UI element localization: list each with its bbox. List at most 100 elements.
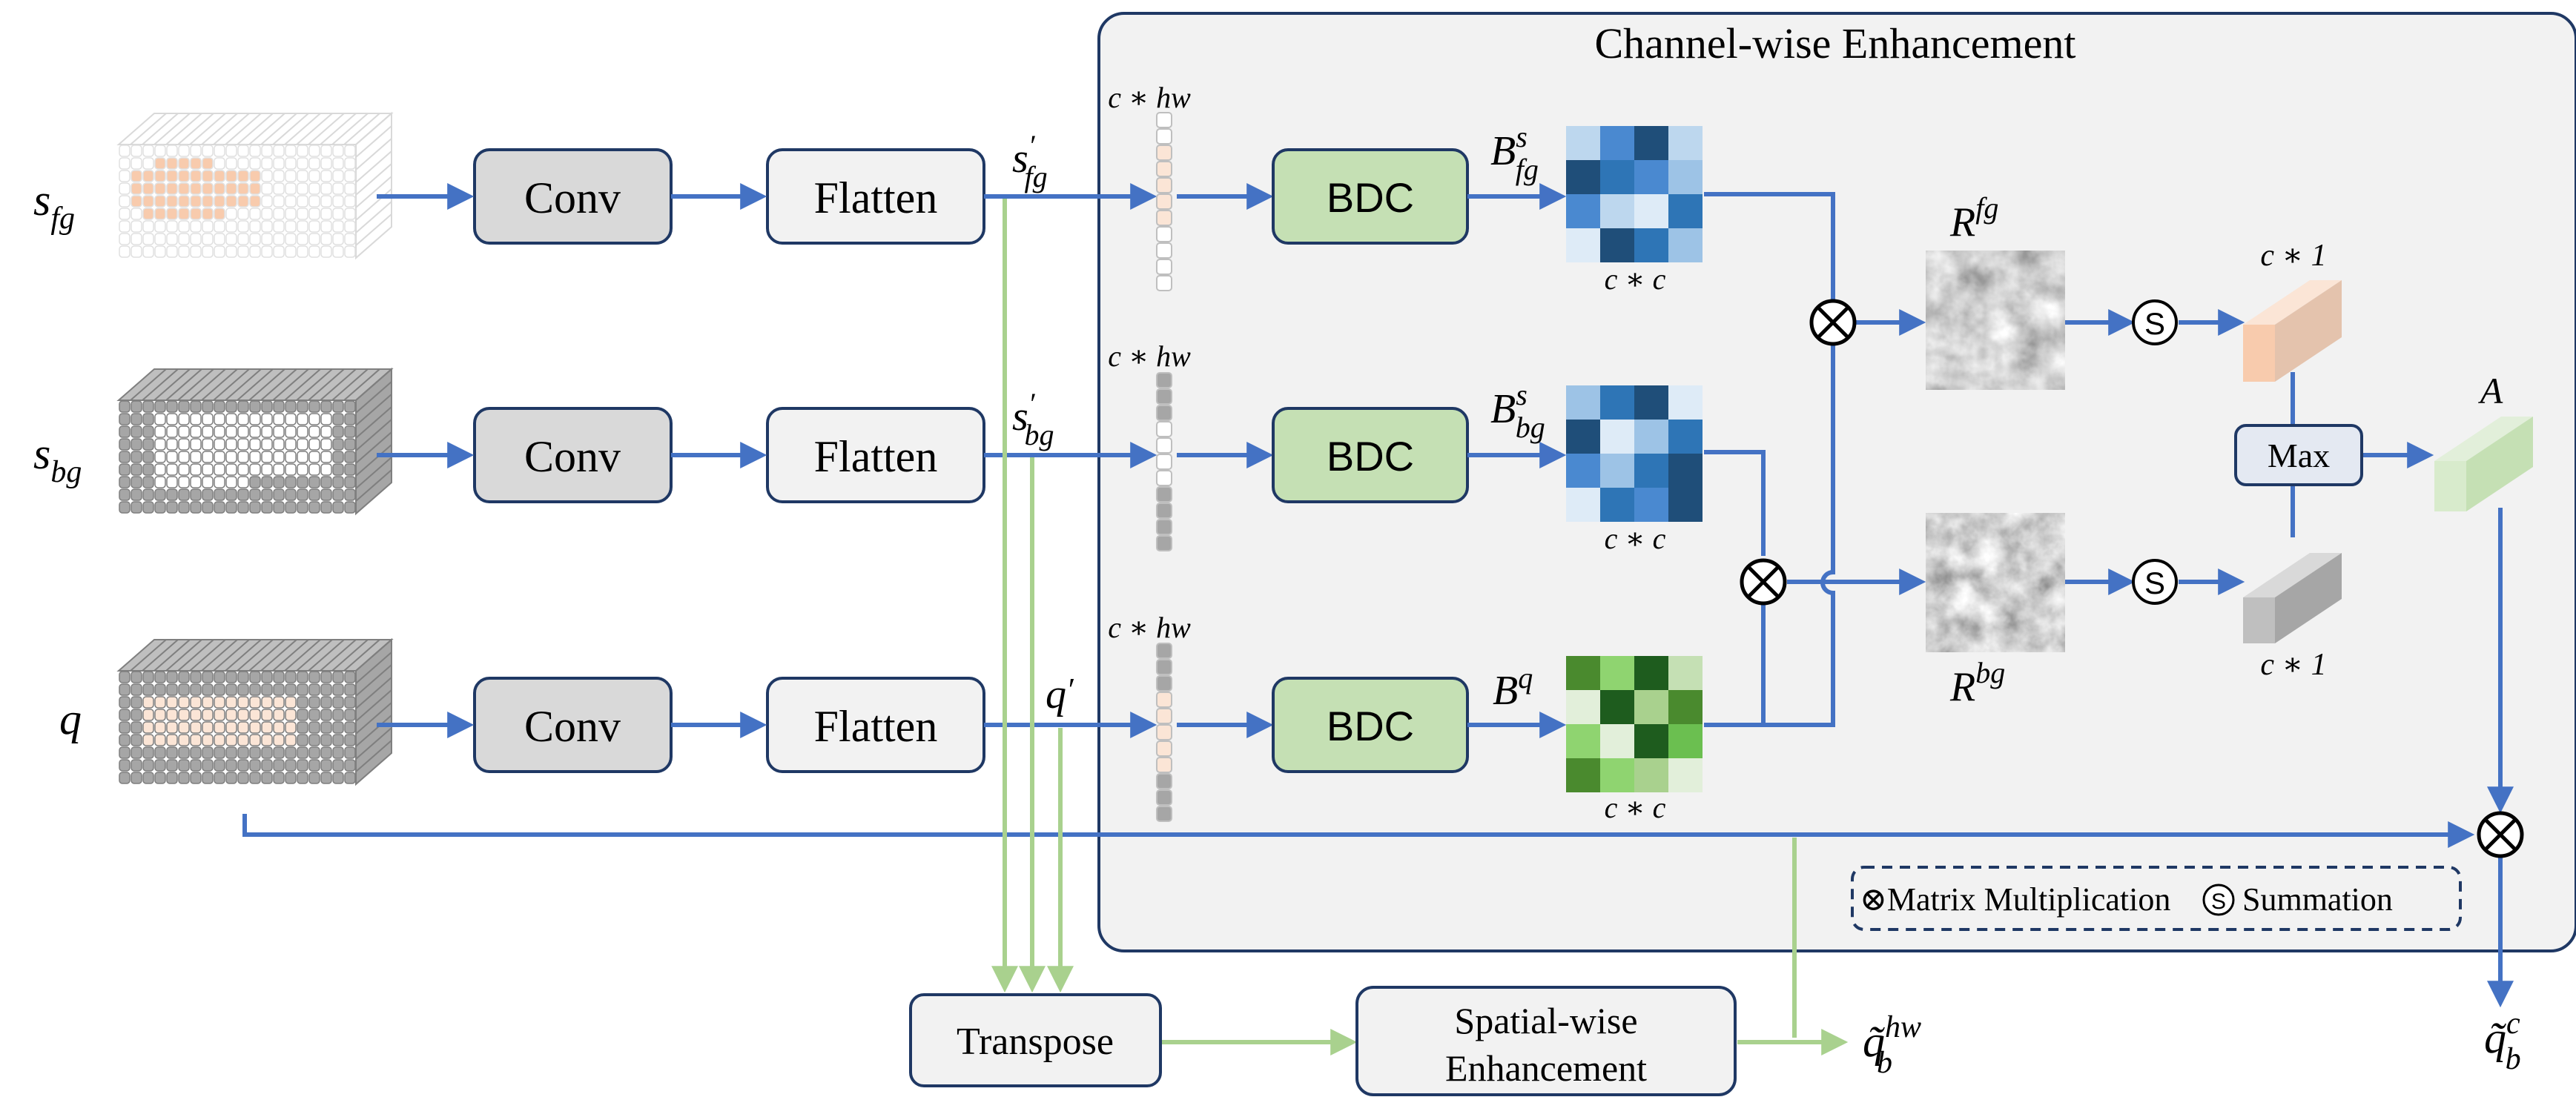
cube-cell [142,208,154,220]
legend-sum-text: Summation [2242,881,2393,918]
cube-top-line [130,639,167,672]
matrix-cell [1600,420,1634,454]
cube-cell [225,696,237,709]
vector-cell [1156,193,1172,210]
cube-cell [166,746,178,759]
cube-top-line [237,113,274,145]
cube-cell [214,696,225,709]
vector-cell [1156,470,1172,486]
cube-cell [261,746,273,759]
matrix-cell [1566,690,1600,724]
cube-cell [190,233,202,245]
cube-cell [332,721,344,734]
cube-cell [119,451,131,463]
cube-cell [131,463,142,476]
cube-cell [261,476,273,488]
link-matrix-fg-otimes1 [1704,192,1835,304]
vector-cell [1156,242,1172,259]
cube-cell [214,772,225,784]
matrix-cell [1600,488,1634,522]
cube-cell [297,170,308,182]
vector-cell [1156,161,1172,177]
matrix-cell [1634,160,1668,194]
bdc-matrix-fg [1566,126,1703,262]
cube-cell [344,208,356,220]
cube-cell [249,182,261,195]
cube-top-line [331,368,369,401]
cube-cell [154,195,166,208]
cube-side-line [355,677,392,709]
cube-cell [261,413,273,425]
cube-cell [320,195,332,208]
matrix-cell [1566,126,1600,160]
dim-label-c1-fg: c ∗ 1 [2260,239,2326,273]
cube-cell [297,220,308,233]
cube-cell [249,425,261,438]
cube-cell [320,683,332,696]
cube-cell [308,734,320,746]
cube-cell [166,233,178,245]
cube-cell [285,501,297,514]
cube-cell [225,734,237,746]
cube-cell [154,245,166,258]
cube-cell [249,746,261,759]
cube-cell [237,220,249,233]
cube-cell [119,413,131,425]
cube-cell [285,463,297,476]
cube-cell [142,451,154,463]
matrix-cell [1566,724,1600,758]
cube-cell [273,451,285,463]
matrix-cell [1600,194,1634,228]
cube-cell [261,208,273,220]
cube-cell [249,721,261,734]
cube-cell [273,734,285,746]
cube-cell [178,463,190,476]
cube-cell [214,671,225,683]
cube-cell [249,220,261,233]
cube-top-line [260,113,297,145]
cube-cell [190,501,202,514]
channel-vector-fg [2243,280,2342,382]
cube-cell [320,759,332,772]
cube-cell [178,438,190,451]
matrix-cell [1634,420,1668,454]
matrix-cell [1668,228,1703,262]
cube-cell [273,413,285,425]
cube-top-line [308,113,345,145]
flatten-box-bg: Flatten [766,407,985,503]
svg-text:BDC: BDC [1327,174,1414,221]
cube-cell [308,451,320,463]
vector-cell [1156,210,1172,226]
cube-cell [237,451,249,463]
cube-cell [285,145,297,157]
cube-cell [202,157,214,170]
cube-cell [237,195,249,208]
matrix-cell [1566,194,1600,228]
cube-cell [154,721,166,734]
cube-cell [344,413,356,425]
cube-cell [308,438,320,451]
cube-cell [249,772,261,784]
cube-cell [225,438,237,451]
vector-cell [1156,372,1172,388]
cube-cell [344,438,356,451]
cube-cell [332,683,344,696]
cube-cell [237,683,249,696]
cube-cell [273,400,285,413]
cube-top-line [142,639,179,672]
cube-cell [285,220,297,233]
cube-cell [225,746,237,759]
cube-cell [190,220,202,233]
cube-cell [119,145,131,157]
svg-text:Flatten: Flatten [814,702,938,751]
var-label-q: q′ [1046,672,1074,717]
vector-cell [1156,128,1172,145]
cube-cell [261,425,273,438]
cube-cell [320,413,332,425]
cube-cell [320,245,332,258]
cube-cell [225,195,237,208]
cube-cell [261,721,273,734]
matrix-cell [1566,420,1600,454]
matrix-cell [1668,724,1703,758]
